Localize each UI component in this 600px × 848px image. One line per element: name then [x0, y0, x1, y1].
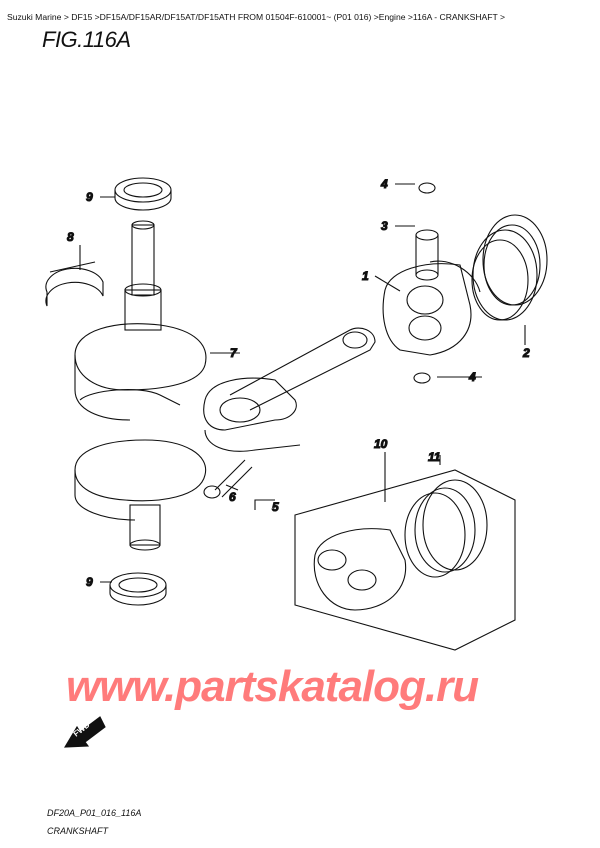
- callout-6[interactable]: 6: [228, 489, 236, 504]
- callout-3[interactable]: 3: [380, 218, 388, 233]
- circlip-bottom[interactable]: [413, 372, 431, 384]
- oil-seal-top[interactable]: [114, 177, 172, 211]
- callout-9-top[interactable]: 9: [85, 189, 93, 204]
- piston-pin[interactable]: [415, 229, 439, 281]
- piston-rings[interactable]: [471, 214, 548, 321]
- bolt[interactable]: [203, 459, 253, 499]
- drawing-code: DF20A_P01_016_116A: [47, 808, 142, 818]
- callout-8[interactable]: 8: [66, 229, 74, 244]
- piston-set[interactable]: [294, 469, 516, 651]
- callout-4-top[interactable]: 4: [379, 176, 388, 191]
- callout-5[interactable]: 5: [271, 499, 279, 514]
- callout-7[interactable]: 7: [229, 345, 238, 360]
- figure-title: FIG.116A: [42, 27, 131, 52]
- piston[interactable]: [382, 260, 481, 356]
- circlip-top[interactable]: [418, 182, 436, 194]
- watermark: www.partskatalog.ru: [66, 662, 479, 711]
- fwd-arrow-icon: FWD: [64, 716, 106, 748]
- callout-2[interactable]: 2: [521, 345, 530, 360]
- callout-9-bottom[interactable]: 9: [85, 574, 93, 589]
- crankshaft[interactable]: [74, 220, 207, 551]
- callout-1[interactable]: 1: [361, 268, 369, 283]
- connecting-rod[interactable]: [203, 327, 376, 452]
- callout-11[interactable]: 11: [427, 449, 441, 464]
- callout-4-bottom[interactable]: 4: [467, 369, 476, 384]
- callout-10[interactable]: 10: [373, 436, 388, 451]
- oil-seal-bottom[interactable]: [109, 572, 167, 606]
- breadcrumb[interactable]: Suzuki Marine > DF15 >DF15A/DF15AR/DF15A…: [7, 12, 506, 22]
- caption: CRANKSHAFT: [47, 826, 109, 836]
- bearing[interactable]: [45, 261, 104, 307]
